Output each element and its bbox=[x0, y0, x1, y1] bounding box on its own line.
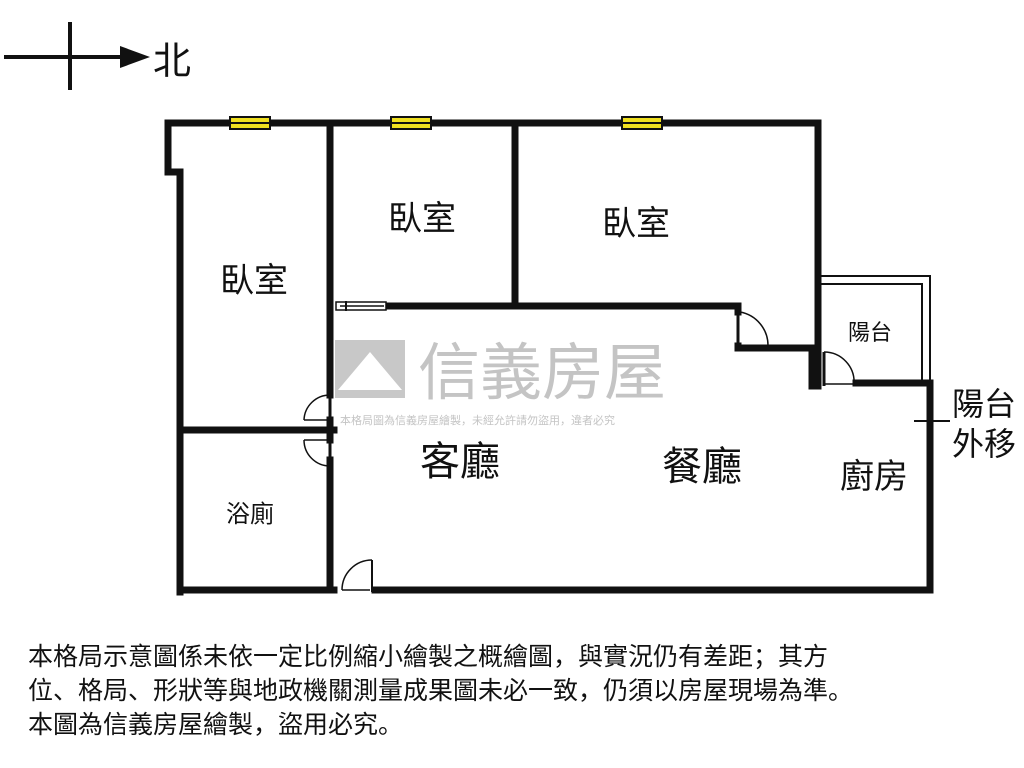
annotation-line1: 陽台 bbox=[952, 385, 1016, 423]
watermark: 信義房屋 本格局圖為信義房屋繪製，未經允許請勿盜用，違者必究 bbox=[335, 336, 666, 427]
watermark-notice: 本格局圖為信義房屋繪製，未經允許請勿盜用，違者必究 bbox=[340, 413, 615, 427]
room-label-balcony: 陽台 bbox=[848, 321, 892, 346]
door-right-corridor bbox=[736, 311, 769, 347]
north-label: 北 bbox=[153, 39, 191, 83]
room-label-bedroom-middle: 臥室 bbox=[388, 199, 456, 239]
door-bathroom bbox=[303, 439, 332, 467]
door-entrance bbox=[341, 559, 373, 592]
annotation-line2: 外移 bbox=[952, 425, 1016, 463]
room-label-bedroom-right: 臥室 bbox=[602, 204, 670, 244]
disclaimer-line1: 本格局示意圖係未依一定比例縮小繪製之概繪圖，與實況仍有差距；其方 bbox=[28, 642, 829, 671]
watermark-logo-mark bbox=[338, 352, 402, 390]
annotation-leader bbox=[914, 390, 950, 422]
disclaimer-line2: 位、格局、形狀等與地政機關測量成果圖未必一致，仍須以房屋現場為準。 bbox=[28, 676, 854, 705]
window-right-bedroom bbox=[621, 116, 663, 130]
balcony-outer-line bbox=[820, 275, 931, 384]
doors bbox=[303, 301, 855, 592]
windows bbox=[229, 116, 663, 130]
room-label-kitchen: 廚房 bbox=[840, 457, 908, 497]
window-left-bedroom bbox=[229, 116, 271, 130]
wall-left-notch bbox=[164, 119, 184, 596]
floor-plan: 北 信義房屋 本格局圖為信義房屋繪製，未經允許請勿盜用，違者必究 bbox=[4, 22, 1016, 596]
north-arrow-icon bbox=[120, 46, 150, 68]
watermark-brand: 信義房屋 bbox=[418, 336, 666, 409]
room-label-bathroom: 浴廁 bbox=[226, 500, 274, 528]
compass: 北 bbox=[4, 22, 191, 90]
balcony-inner-line bbox=[820, 283, 923, 384]
door-balcony bbox=[822, 351, 855, 386]
door-left-bedroom bbox=[303, 394, 332, 421]
balcony-railing bbox=[820, 275, 931, 384]
disclaimer: 本格局示意圖係未依一定比例縮小繪製之概繪圖，與實況仍有差距；其方 位、格局、形狀… bbox=[28, 640, 1008, 742]
wall-corridor-lower bbox=[734, 342, 816, 390]
window-middle-bedroom bbox=[390, 116, 432, 130]
door-middle-bedroom-sliding bbox=[335, 301, 387, 311]
room-label-living-room: 客廳 bbox=[420, 439, 500, 485]
room-label-bedroom-left: 臥室 bbox=[220, 261, 288, 301]
disclaimer-line3: 本圖為信義房屋繪製，盜用必究。 bbox=[28, 710, 404, 739]
room-label-dining-room: 餐廳 bbox=[662, 444, 742, 490]
